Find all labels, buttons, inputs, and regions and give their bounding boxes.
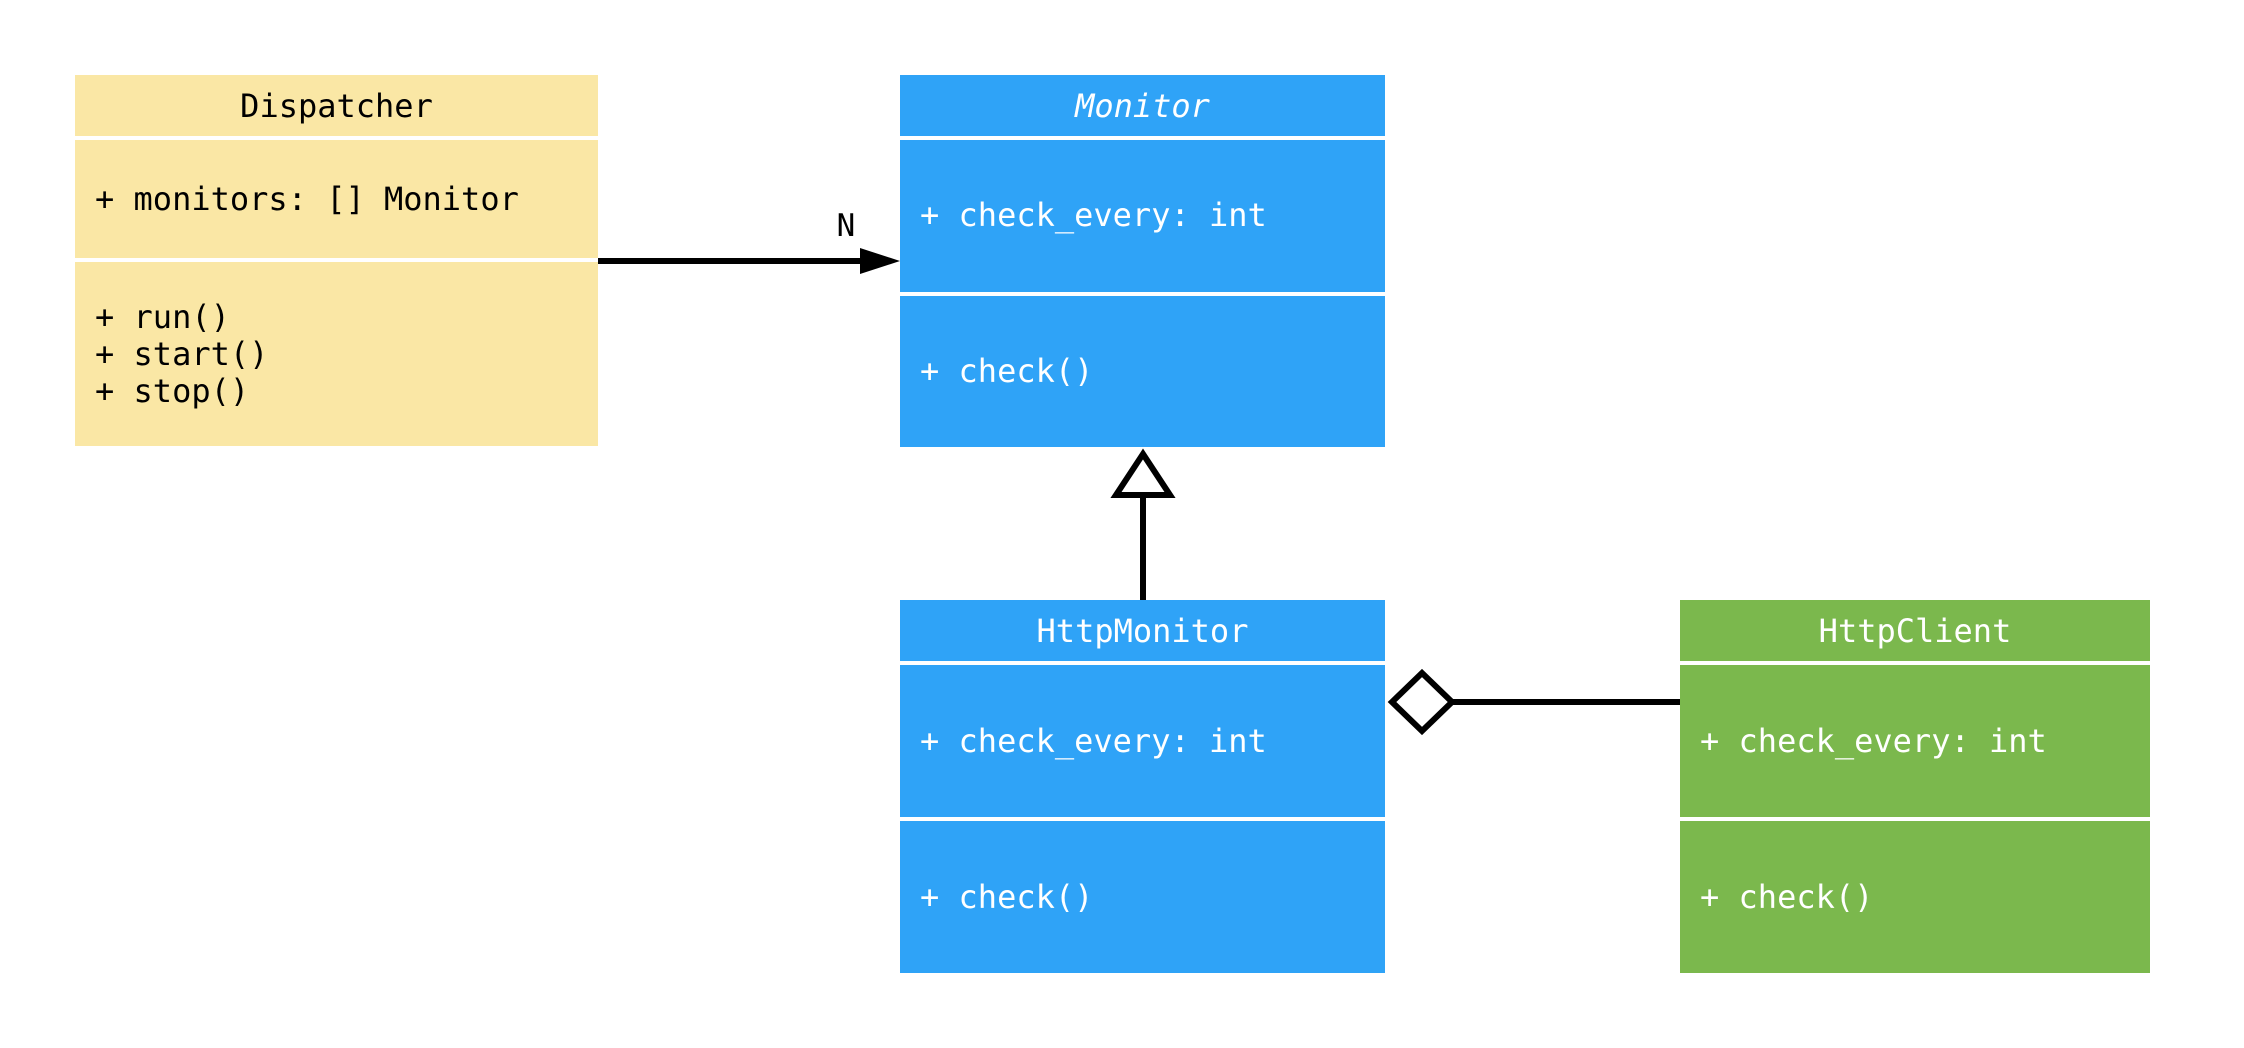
- method-row: + run(): [95, 297, 230, 336]
- class-methods-httpmonitor: + check(): [900, 821, 1385, 973]
- class-title-dispatcher: Dispatcher: [75, 75, 598, 136]
- class-title-monitor: Monitor: [900, 75, 1385, 136]
- method-row: + check(): [920, 877, 1094, 916]
- class-methods-dispatcher: + run() + start() + stop(): [75, 262, 598, 446]
- class-methods-httpclient: + check(): [1680, 821, 2150, 973]
- class-methods-monitor: + check(): [900, 295, 1385, 447]
- class-attributes-dispatcher: + monitors: [] Monitor: [75, 140, 598, 258]
- method-row: + check(): [1700, 877, 1874, 916]
- aggregation-connector-httpmonitor-httpclient: [1387, 668, 1680, 736]
- method-row: + check(): [920, 351, 1094, 390]
- method-row: + stop(): [95, 371, 250, 410]
- attribute-row: + monitors: [] Monitor: [95, 179, 519, 218]
- multiplicity-label: N: [836, 208, 856, 244]
- attribute-row: + check_every: int: [1700, 721, 2047, 760]
- inheritance-triangle-icon: [1110, 448, 1176, 498]
- association-arrowhead-icon: [860, 248, 900, 274]
- class-attributes-httpmonitor: + check_every: int: [900, 665, 1385, 817]
- attribute-row: + check_every: int: [920, 196, 1267, 235]
- class-box-monitor: Monitor + check_every: int + check(): [900, 75, 1385, 447]
- class-box-httpclient: HttpClient + check_every: int + check(): [1680, 600, 2150, 973]
- class-title-httpclient: HttpClient: [1680, 600, 2150, 661]
- method-row: + start(): [95, 334, 269, 373]
- inheritance-connector-httpmonitor-monitor: [1110, 448, 1176, 600]
- class-box-httpmonitor: HttpMonitor + check_every: int + check(): [900, 600, 1385, 973]
- association-connector-dispatcher-monitor: [598, 248, 900, 274]
- attribute-row: + check_every: int: [920, 721, 1267, 760]
- class-box-dispatcher: Dispatcher + monitors: [] Monitor + run(…: [75, 75, 598, 446]
- class-attributes-monitor: + check_every: int: [900, 140, 1385, 292]
- class-attributes-httpclient: + check_every: int: [1680, 665, 2150, 817]
- class-title-httpmonitor: HttpMonitor: [900, 600, 1385, 661]
- aggregation-diamond-icon: [1387, 668, 1457, 736]
